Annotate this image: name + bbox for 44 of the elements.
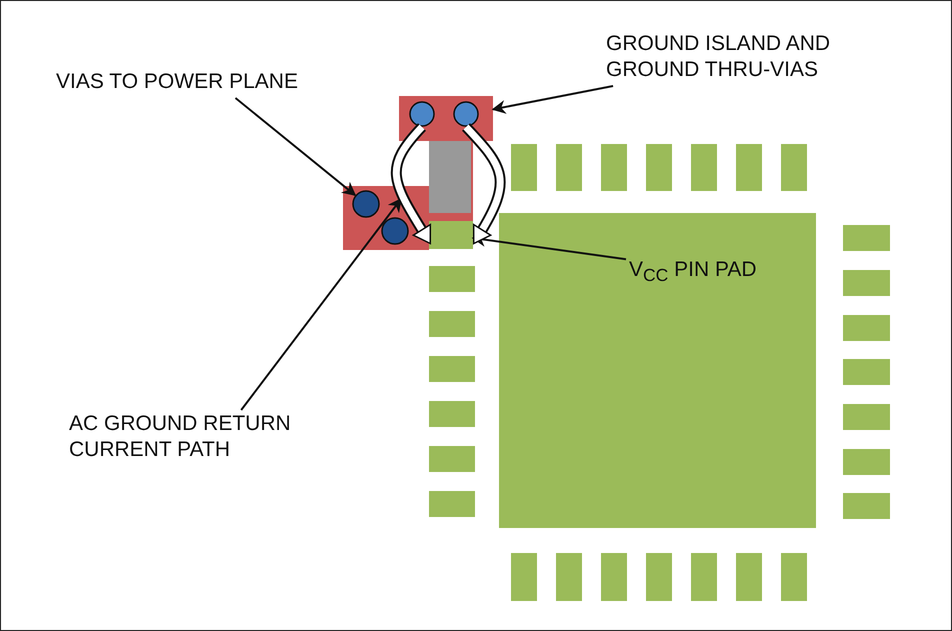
pin-pad [429,446,475,472]
return-path-arrow [390,123,432,245]
pin-pad [601,144,627,191]
pin-pad [511,144,537,191]
pin-pad [429,311,475,337]
pin-pad [736,144,762,191]
pin-pad [843,493,890,519]
pin-pad [843,225,890,251]
power-via [352,190,380,218]
ground-via [409,101,435,127]
pin-pad [843,270,890,296]
vcc-pin-pad [429,221,473,249]
leader-line [240,198,402,411]
pin-pad [429,491,475,517]
pin-pad [429,266,475,292]
leader-line [492,85,614,114]
pin-pad [843,449,890,475]
pin-pad [646,144,672,191]
pin-pad [511,553,537,601]
callout-label: VIAS TO POWER PLANE [56,69,376,95]
pin-pad [429,356,475,382]
callout-label: V$_{CC}$ PIN PAD [629,257,829,288]
pin-pad [843,315,890,341]
return-path-arrow [462,123,506,245]
pin-pad [646,553,672,601]
pin-pad [556,553,582,601]
callout-label: GROUND ISLAND AND GROUND THRU-VIAS [606,31,906,83]
callout-label: AC GROUND RETURN CURRENT PATH [69,411,369,463]
pin-pad [556,144,582,191]
pin-pad [691,553,717,601]
pin-pad [429,401,475,427]
ground-via [453,101,479,127]
ground-island [399,96,493,141]
pin-pad [781,144,807,191]
pin-pad [736,553,762,601]
pin-pad [601,553,627,601]
pin-pad [691,144,717,191]
pin-pad [781,553,807,601]
leader-line [234,97,356,196]
power-via [381,217,409,245]
pin-pad [843,404,890,430]
pin-pad [843,359,890,385]
capacitor-body [429,141,471,213]
exposed-pad [499,213,816,528]
